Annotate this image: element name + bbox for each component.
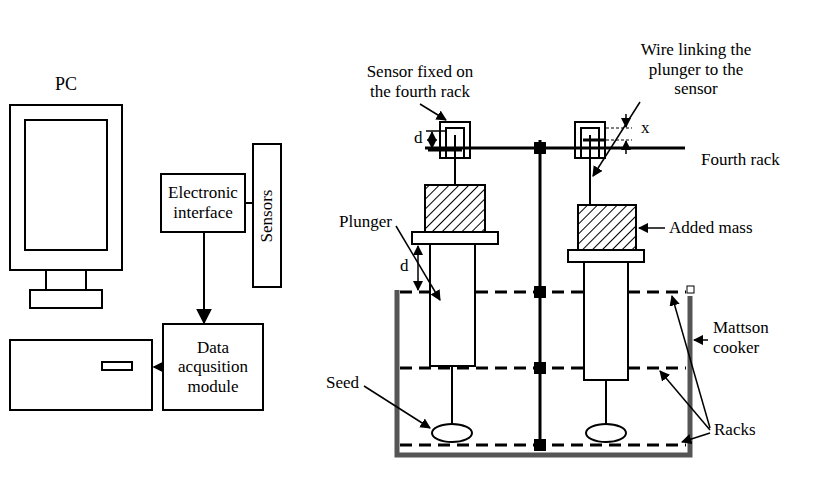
process-box: Electronic interface bbox=[160, 173, 246, 233]
part-label: Wire linking the plunger to the sensor bbox=[630, 40, 762, 99]
part-label: d bbox=[413, 128, 424, 148]
box-label: Data acqusition module bbox=[168, 338, 258, 397]
process-box: Data acqusition module bbox=[162, 323, 264, 411]
computer: PC bbox=[8, 100, 154, 412]
part-label: Plunger bbox=[338, 212, 393, 232]
part-label: Added mass bbox=[668, 218, 754, 238]
sensor-box: Sensors bbox=[252, 143, 282, 288]
part-label: x bbox=[640, 118, 651, 138]
signal-arrow bbox=[203, 233, 205, 323]
part-label: Mattson cooker bbox=[712, 318, 794, 357]
computer-label: PC bbox=[8, 74, 124, 95]
signal-arrow bbox=[154, 366, 162, 368]
box-label: Sensors bbox=[257, 189, 277, 242]
part-label: Fourth rack bbox=[700, 150, 781, 170]
part-label: Seed bbox=[325, 373, 360, 393]
part-label: Sensor fixed on the fourth rack bbox=[358, 62, 482, 101]
part-label: d bbox=[399, 256, 410, 276]
computer-outline bbox=[8, 100, 154, 412]
part-label: Racks bbox=[713, 420, 757, 440]
box-label: Electronic interface bbox=[166, 183, 240, 222]
